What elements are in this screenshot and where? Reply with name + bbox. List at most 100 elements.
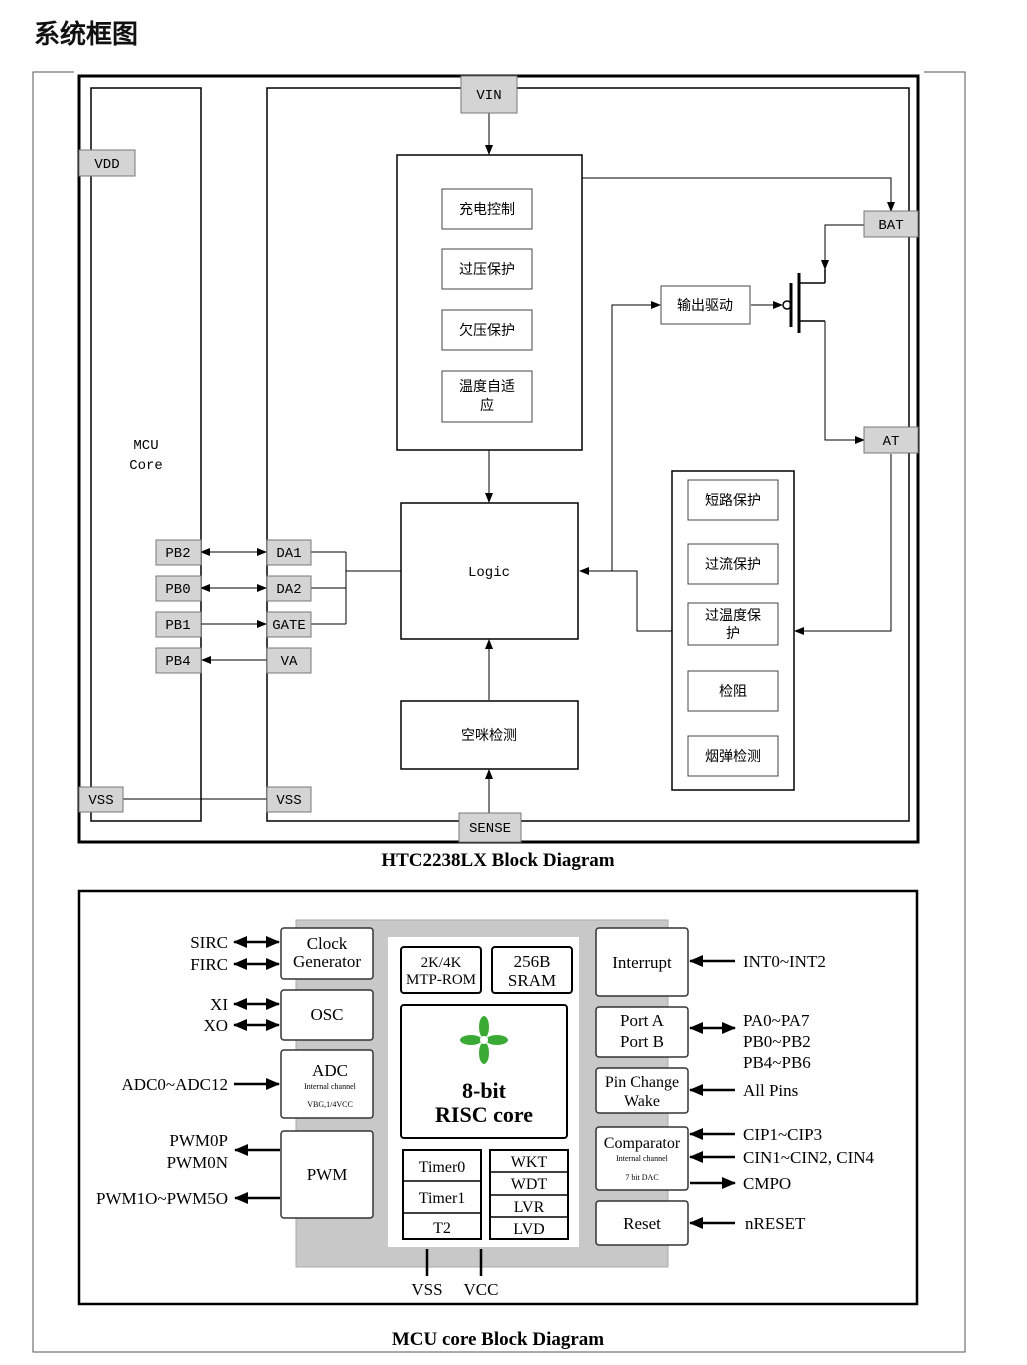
pin-da2-label: DA2 [276,582,301,598]
pin-pb4 [155,647,202,674]
sig-pwm0n: PWM0N [167,1153,228,1172]
charge-block-1: 充电控制 [441,188,533,230]
pin-sense [458,812,522,843]
svg-text:应: 应 [480,397,494,414]
pin-da1-label: DA1 [276,546,301,562]
pin-vin [460,75,518,114]
sig-pa: PA0~PA7 [743,1011,810,1030]
page-heading: 系统框图 [34,20,139,50]
wkt-label: WKT [511,1154,548,1171]
mcu-label-2: Core [129,458,163,474]
risc-core-block [400,1004,568,1139]
sram-block [491,946,573,994]
osc-block [280,989,374,1041]
protect-block-3: 过温度保 护 [687,602,779,646]
pin-bat [863,210,919,238]
timer-group [402,1149,482,1240]
pwm-label: PWM [307,1165,348,1184]
core-label-2: RISC core [435,1102,533,1127]
sram-label-1: 256B [514,952,551,971]
interrupt-label: Interrupt [612,953,672,972]
port-block [595,1006,689,1058]
adc-label: ADC [312,1061,348,1080]
svg-text:Logic: Logic [468,565,510,581]
sig-vss: VSS [411,1280,442,1299]
lvr-label: LVR [514,1199,545,1216]
mcu-label-1: MCU [133,438,158,454]
svg-text:过压保护: 过压保护 [459,262,515,278]
sig-xi: XI [210,995,228,1014]
mosfet-symbol [782,269,826,333]
pin-bat-label: BAT [878,218,903,234]
sig-xo: XO [203,1016,228,1035]
pin-change-wake-block [595,1067,689,1114]
adc-block [280,1049,374,1119]
core-label-1: 8-bit [462,1078,507,1103]
protect-block-5: 烟弹检测 [687,735,779,777]
protect-block-1: 短路保护 [687,479,779,521]
charge-block-2: 过压保护 [441,248,533,290]
pcw-label-2: Wake [624,1093,660,1110]
pin-pb0-label: PB0 [165,582,190,598]
reset-block [595,1200,689,1246]
pin-va [266,647,312,674]
pin-da2 [266,575,312,602]
pin-vss-right [266,786,312,813]
svg-text:空咪检测: 空咪检测 [461,728,517,744]
pin-pb0 [155,575,202,602]
svg-text:充电控制: 充电控制 [459,202,515,218]
svg-text:过温度保: 过温度保 [705,608,761,624]
output-driver-block: 输出驱动 [660,285,751,325]
pin-vin-label: VIN [476,88,501,104]
pin-vss-left-label: VSS [88,793,113,809]
pin-va-label: VA [281,654,298,670]
svg-text:温度自适: 温度自适 [459,379,515,395]
port-a-label: Port A [620,1011,665,1030]
sig-adc: ADC0~ADC12 [122,1075,228,1094]
pin-vdd-label: VDD [94,157,119,173]
osc-label: OSC [310,1005,343,1024]
svg-text:烟弹检测: 烟弹检测 [705,749,761,765]
charge-block-4: 温度自适 应 [441,370,533,423]
rom-label-1: 2K/4K [421,955,462,971]
sig-sirc: SIRC [190,933,228,952]
mcu-core-block-diagram: Clock Generator OSC ADC Internal channel… [77,889,919,1350]
reset-label: Reset [623,1214,661,1233]
adc-sub-2: VBG,1/4VCC [307,1100,353,1109]
pin-da1 [266,539,312,566]
sig-nreset: nRESET [745,1214,806,1233]
pin-pb1-label: PB1 [165,618,190,634]
clock-label-1: Clock [307,934,348,953]
sig-pb46: PB4~PB6 [743,1053,811,1072]
sig-pwm0p: PWM0P [169,1131,228,1150]
protect-block-2: 过流保护 [687,543,779,585]
pin-vss-left [78,786,124,813]
protect-block-4: 检阻 [687,670,779,712]
pin-sense-label: SENSE [469,821,511,837]
svg-text:短路保护: 短路保护 [705,493,761,509]
clock-label-2: Generator [293,952,361,971]
rom-label-2: MTP-ROM [406,972,476,988]
lvd-label: LVD [513,1221,544,1238]
clock-generator-block [280,927,374,980]
charge-block-3: 欠压保护 [441,309,533,351]
wdt-label: WDT [511,1176,548,1193]
sig-cmpo: CMPO [743,1174,791,1193]
t2-label: T2 [433,1220,451,1237]
power-region [266,87,910,822]
pin-gate-label: GATE [272,618,306,634]
port-b-label: Port B [620,1032,664,1051]
sig-firc: FIRC [190,955,228,974]
pwm-block [280,1130,374,1219]
interrupt-block [595,927,689,997]
comparator-sub-2: 7 bit DAC [625,1173,658,1182]
pin-pb2 [155,539,202,566]
sig-cin: CIN1~CIN2, CIN4 [743,1148,875,1167]
svg-text:过流保护: 过流保护 [705,557,761,573]
logic-block: Logic [400,502,579,640]
sig-int: INT0~INT2 [743,952,826,971]
comparator-label: Comparator [604,1135,681,1152]
rom-block [400,946,482,994]
risc-logo-icon [460,1016,508,1064]
